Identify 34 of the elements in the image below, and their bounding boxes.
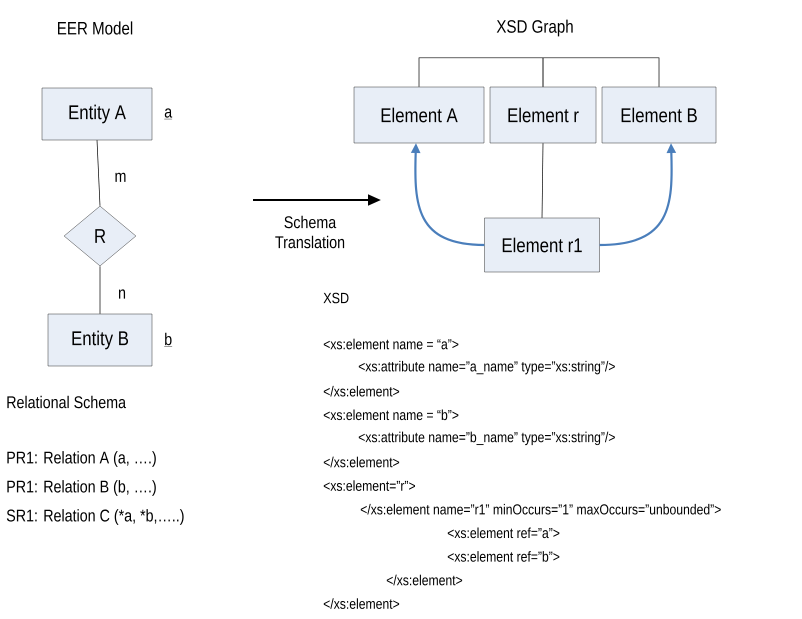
code-line: </xs:element name=”r1” minOccurs=”1” maxOccurs=”unbounded”>: [360, 504, 721, 515]
key-attribute: b: [164, 332, 172, 347]
code-line: <xs:element=”r”>: [324, 480, 416, 491]
code-line: <xs:element ref=”a”>: [448, 527, 560, 538]
section-heading: XSD: [324, 292, 348, 304]
code-line: <xs:element name = “a”>: [324, 338, 458, 350]
section-heading: Relational Schema: [7, 396, 126, 408]
element-box: Element r: [490, 86, 596, 144]
edge-label: n: [118, 289, 126, 299]
arrow-label: Schema Translation: [275, 216, 344, 248]
entity-box: Entity B: [48, 314, 152, 366]
edge-label: m: [115, 172, 126, 182]
code-line: <xs:attribute name=”a_name” type=”xs:string”/>: [358, 360, 615, 374]
code-line: </xs:element>: [324, 386, 400, 397]
connector: [542, 57, 660, 88]
relation-line: PR1: Relation B (b, ….): [7, 480, 156, 496]
element-box: Element B: [602, 86, 716, 144]
relation-line: PR1: Relation A (a, ….): [7, 451, 156, 467]
code-line: <xs:attribute name=”b_name” type=”xs:string”/>: [358, 432, 615, 446]
entity-box: Entity A: [42, 88, 152, 140]
connector: [542, 142, 544, 218]
code-line: </xs:element>: [386, 574, 462, 586]
element-box: Element r1: [484, 218, 600, 272]
relation-line: SR1: Relation C (*a, *b,…..): [6, 509, 184, 525]
heading: EER Model: [58, 21, 132, 35]
code-line: </xs:element>: [324, 456, 400, 468]
heading: XSD Graph: [496, 20, 573, 36]
code-line: <xs:element name = “b”>: [324, 409, 458, 420]
connector: [418, 57, 544, 88]
element-box: Element A: [354, 86, 484, 144]
code-line: </xs:element>: [324, 598, 400, 609]
key-attribute: a: [164, 108, 172, 120]
code-line: <xs:element ref=”b”>: [448, 551, 560, 562]
connector: [96, 140, 100, 206]
